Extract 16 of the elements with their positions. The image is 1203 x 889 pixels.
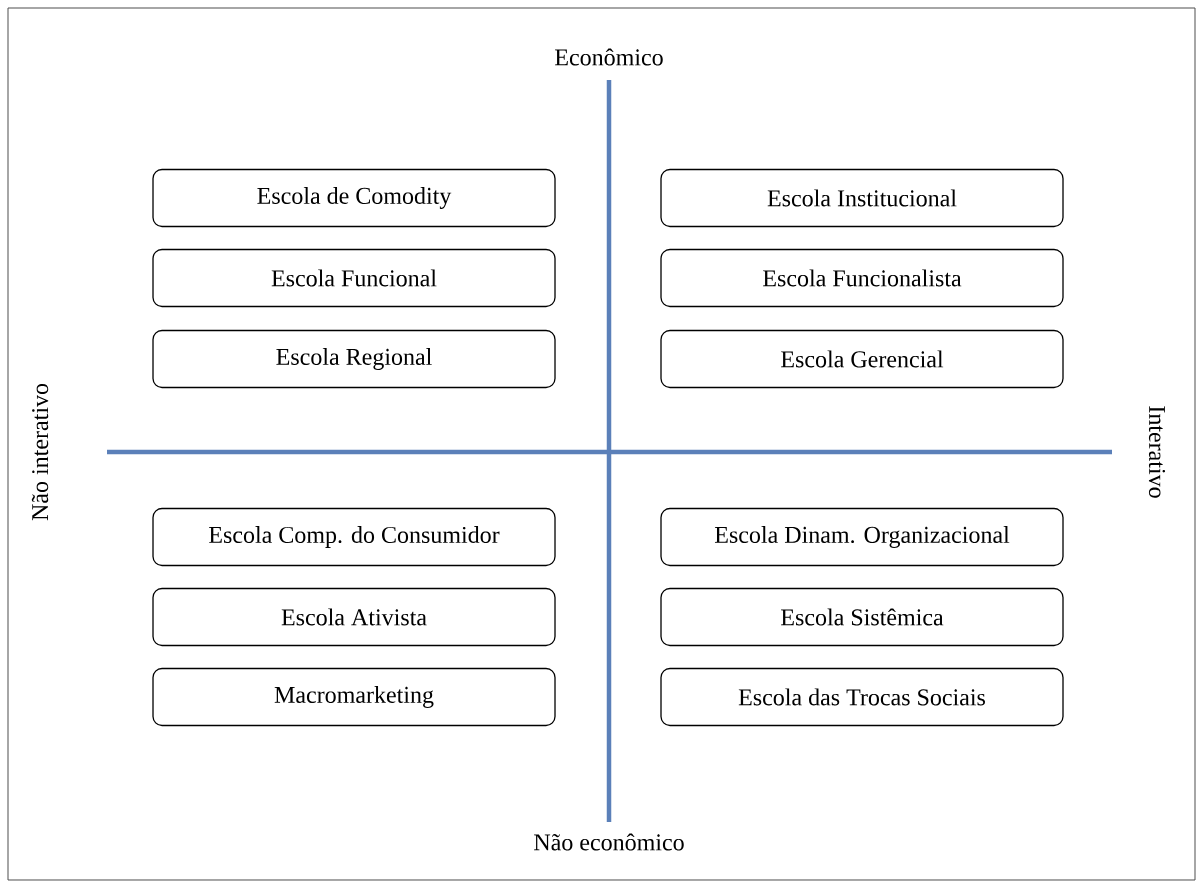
school-box: Escola das Trocas Sociais	[660, 667, 1064, 727]
school-box: Escola Ativista	[152, 587, 556, 647]
school-box: Escola Funcional	[152, 248, 556, 308]
axis-label: Não econômico	[534, 833, 684, 851]
school-box: Escola Regional	[152, 329, 556, 389]
school-box: Escola Institucional	[660, 168, 1064, 228]
axis-label: Não interativo	[31, 383, 49, 521]
school-box: Escola Funcionalista	[660, 248, 1064, 308]
axis-label: Interativo	[1148, 406, 1166, 498]
school-box: Escola Dinam. Organizacional	[660, 507, 1064, 567]
school-box: Escola Gerencial	[660, 329, 1064, 389]
axis-label: Econômico	[555, 48, 663, 66]
school-box: Macromarketing	[152, 667, 556, 727]
school-box: Escola Sistêmica	[660, 587, 1064, 647]
school-box: Escola Comp. do Consumidor	[152, 507, 556, 567]
school-box: Escola de Comodity	[152, 168, 556, 228]
